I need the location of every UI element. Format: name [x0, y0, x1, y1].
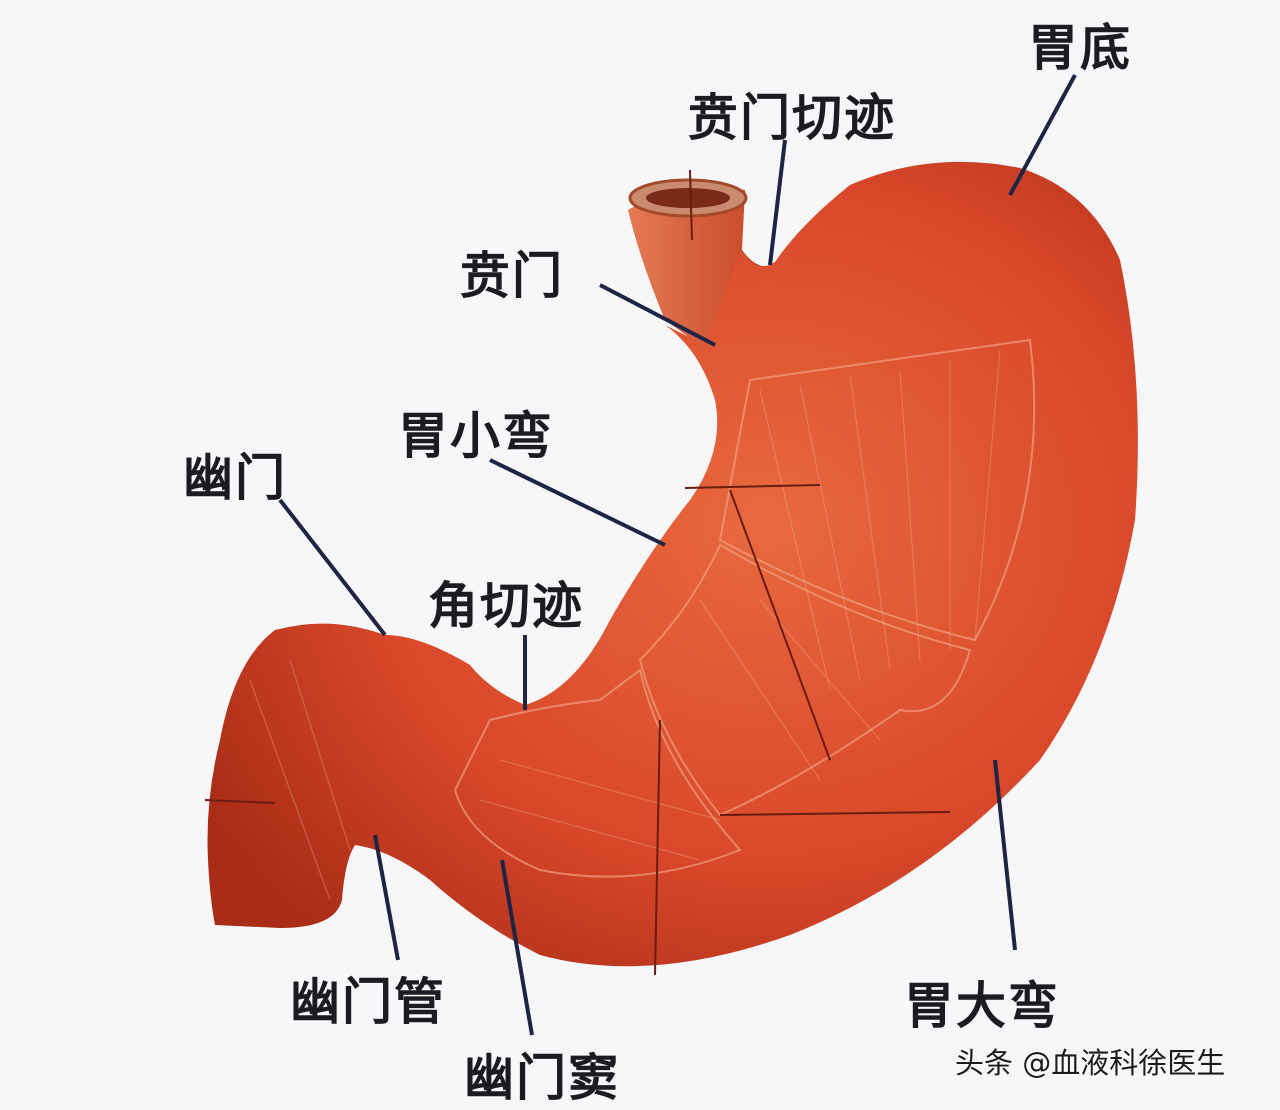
- leader-pyloric-antrum: [500, 859, 534, 1036]
- leader-lines: [278, 74, 1077, 1036]
- label-pyloric-antrum: 幽门窦: [464, 1049, 620, 1107]
- muscle-layer-outlines: [453, 338, 1036, 878]
- label-pyloric-canal: 幽门管: [290, 973, 446, 1031]
- leader-fundus: [1008, 74, 1077, 196]
- leader-cardiac-notch: [768, 139, 787, 266]
- label-fundus: 胃底: [1028, 19, 1132, 77]
- watermark: 头条 @血液科徐医生: [955, 1046, 1226, 1080]
- label-lesser-curvature: 胃小弯: [398, 407, 554, 465]
- label-cardiac-notch: 贲门切迹: [688, 89, 896, 147]
- label-cardia: 贲门: [460, 247, 564, 305]
- leader-pyloric-canal: [373, 834, 400, 961]
- label-pylorus: 幽门: [183, 449, 287, 507]
- muscle-fibers: [249, 349, 1001, 901]
- label-angular-incisure: 角切迹: [428, 577, 584, 635]
- section-lines: [204, 169, 951, 976]
- leader-cardia: [599, 283, 716, 347]
- leader-greater-curvature: [993, 759, 1017, 951]
- leader-pylorus: [278, 498, 387, 637]
- stomach-body: [207, 161, 1138, 967]
- label-greater-curvature: 胃大弯: [904, 977, 1060, 1035]
- esophagus: [628, 187, 780, 350]
- leader-lesser-curvature: [489, 458, 666, 547]
